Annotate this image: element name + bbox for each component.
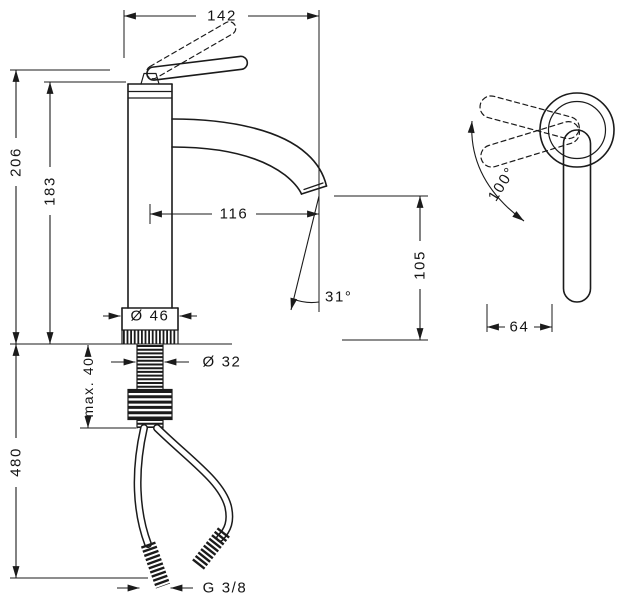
dimension-body-height-label: 183	[42, 176, 59, 206]
handle-lever-dashed-positions	[479, 95, 580, 168]
dimension-connection-thread-label: G 3/8	[203, 580, 248, 597]
dimension-swivel-angle: 100°	[467, 120, 525, 222]
front-view: 142 206 183 116 105	[8, 8, 429, 597]
handle-knob	[539, 92, 615, 168]
dimension-side-width: 64	[486, 304, 553, 336]
mounting-nut	[127, 388, 173, 421]
dimension-max-deck-thickness: max. 40	[80, 345, 136, 429]
dimension-spout-to-back: 142	[123, 8, 320, 312]
hose-connector-right	[192, 527, 230, 570]
dimension-connection-thread: G 3/8	[117, 580, 248, 597]
spout	[171, 118, 328, 195]
base-flange	[121, 307, 179, 345]
dimension-stream-angle: 31°	[290, 195, 352, 311]
dimension-spout-to-back-label: 142	[207, 8, 237, 25]
dimension-swivel-angle-label: 100°	[485, 164, 519, 205]
hose-connector-left	[140, 541, 171, 589]
dimension-total-height: 206	[8, 69, 110, 344]
supply-hose-left	[133, 424, 152, 548]
dimension-spout-reach-label: 116	[220, 206, 249, 223]
dimension-base-diameter: Ø 46	[103, 308, 197, 325]
dimension-outlet-height: 105	[334, 195, 429, 341]
dimension-base-diameter-label: Ø 46	[131, 308, 170, 325]
dimension-hose-length: 480	[8, 344, 148, 579]
dimension-spout-reach: 116	[149, 204, 319, 224]
dimension-outlet-height-label: 105	[412, 250, 429, 280]
handle-lever-side	[562, 129, 592, 303]
dimension-hose-length-label: 480	[8, 447, 25, 477]
dimension-max-deck-thickness-label: max. 40	[80, 357, 96, 418]
dimension-shank-diameter: Ø 32	[111, 354, 242, 371]
dimension-total-height-label: 206	[8, 147, 25, 177]
handle-lever-solid	[146, 55, 249, 81]
dimension-shank-diameter-label: Ø 32	[203, 354, 242, 371]
supply-hose-right	[153, 424, 234, 542]
dimension-side-width-label: 64	[510, 319, 530, 336]
faucet-body	[127, 72, 173, 309]
dimension-body-height: 183	[42, 81, 126, 344]
side-view: 100° 64	[467, 92, 615, 336]
dimension-stream-angle-label: 31°	[325, 289, 352, 306]
